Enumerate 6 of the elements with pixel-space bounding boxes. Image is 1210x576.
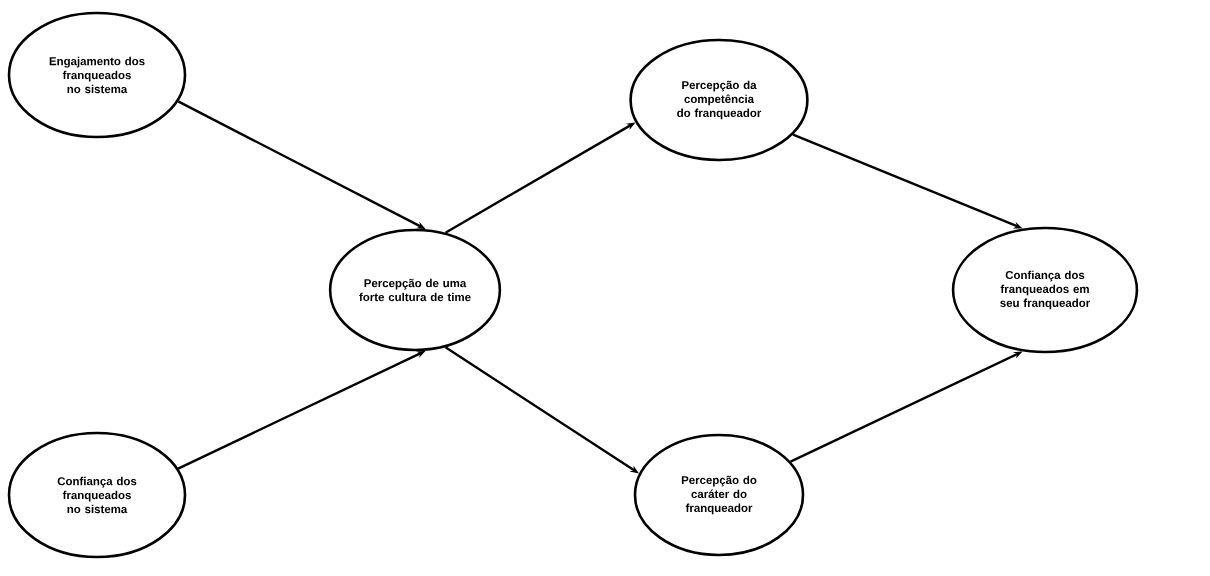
ellipse-node: Percepção do caráter do franqueador — [633, 433, 805, 557]
ellipse-node: Percepção de uma forte cultura de time — [328, 228, 502, 352]
ellipse-node: Engajamento dos franqueados no sistema — [7, 11, 187, 139]
ellipse-node: Percepção da competência do franqueador — [629, 38, 809, 162]
ellipse-node: Confiança dos franqueados em seu franqueador — [951, 226, 1139, 354]
ellipse-node: Confiança dos franqueados no sistema — [7, 431, 187, 559]
